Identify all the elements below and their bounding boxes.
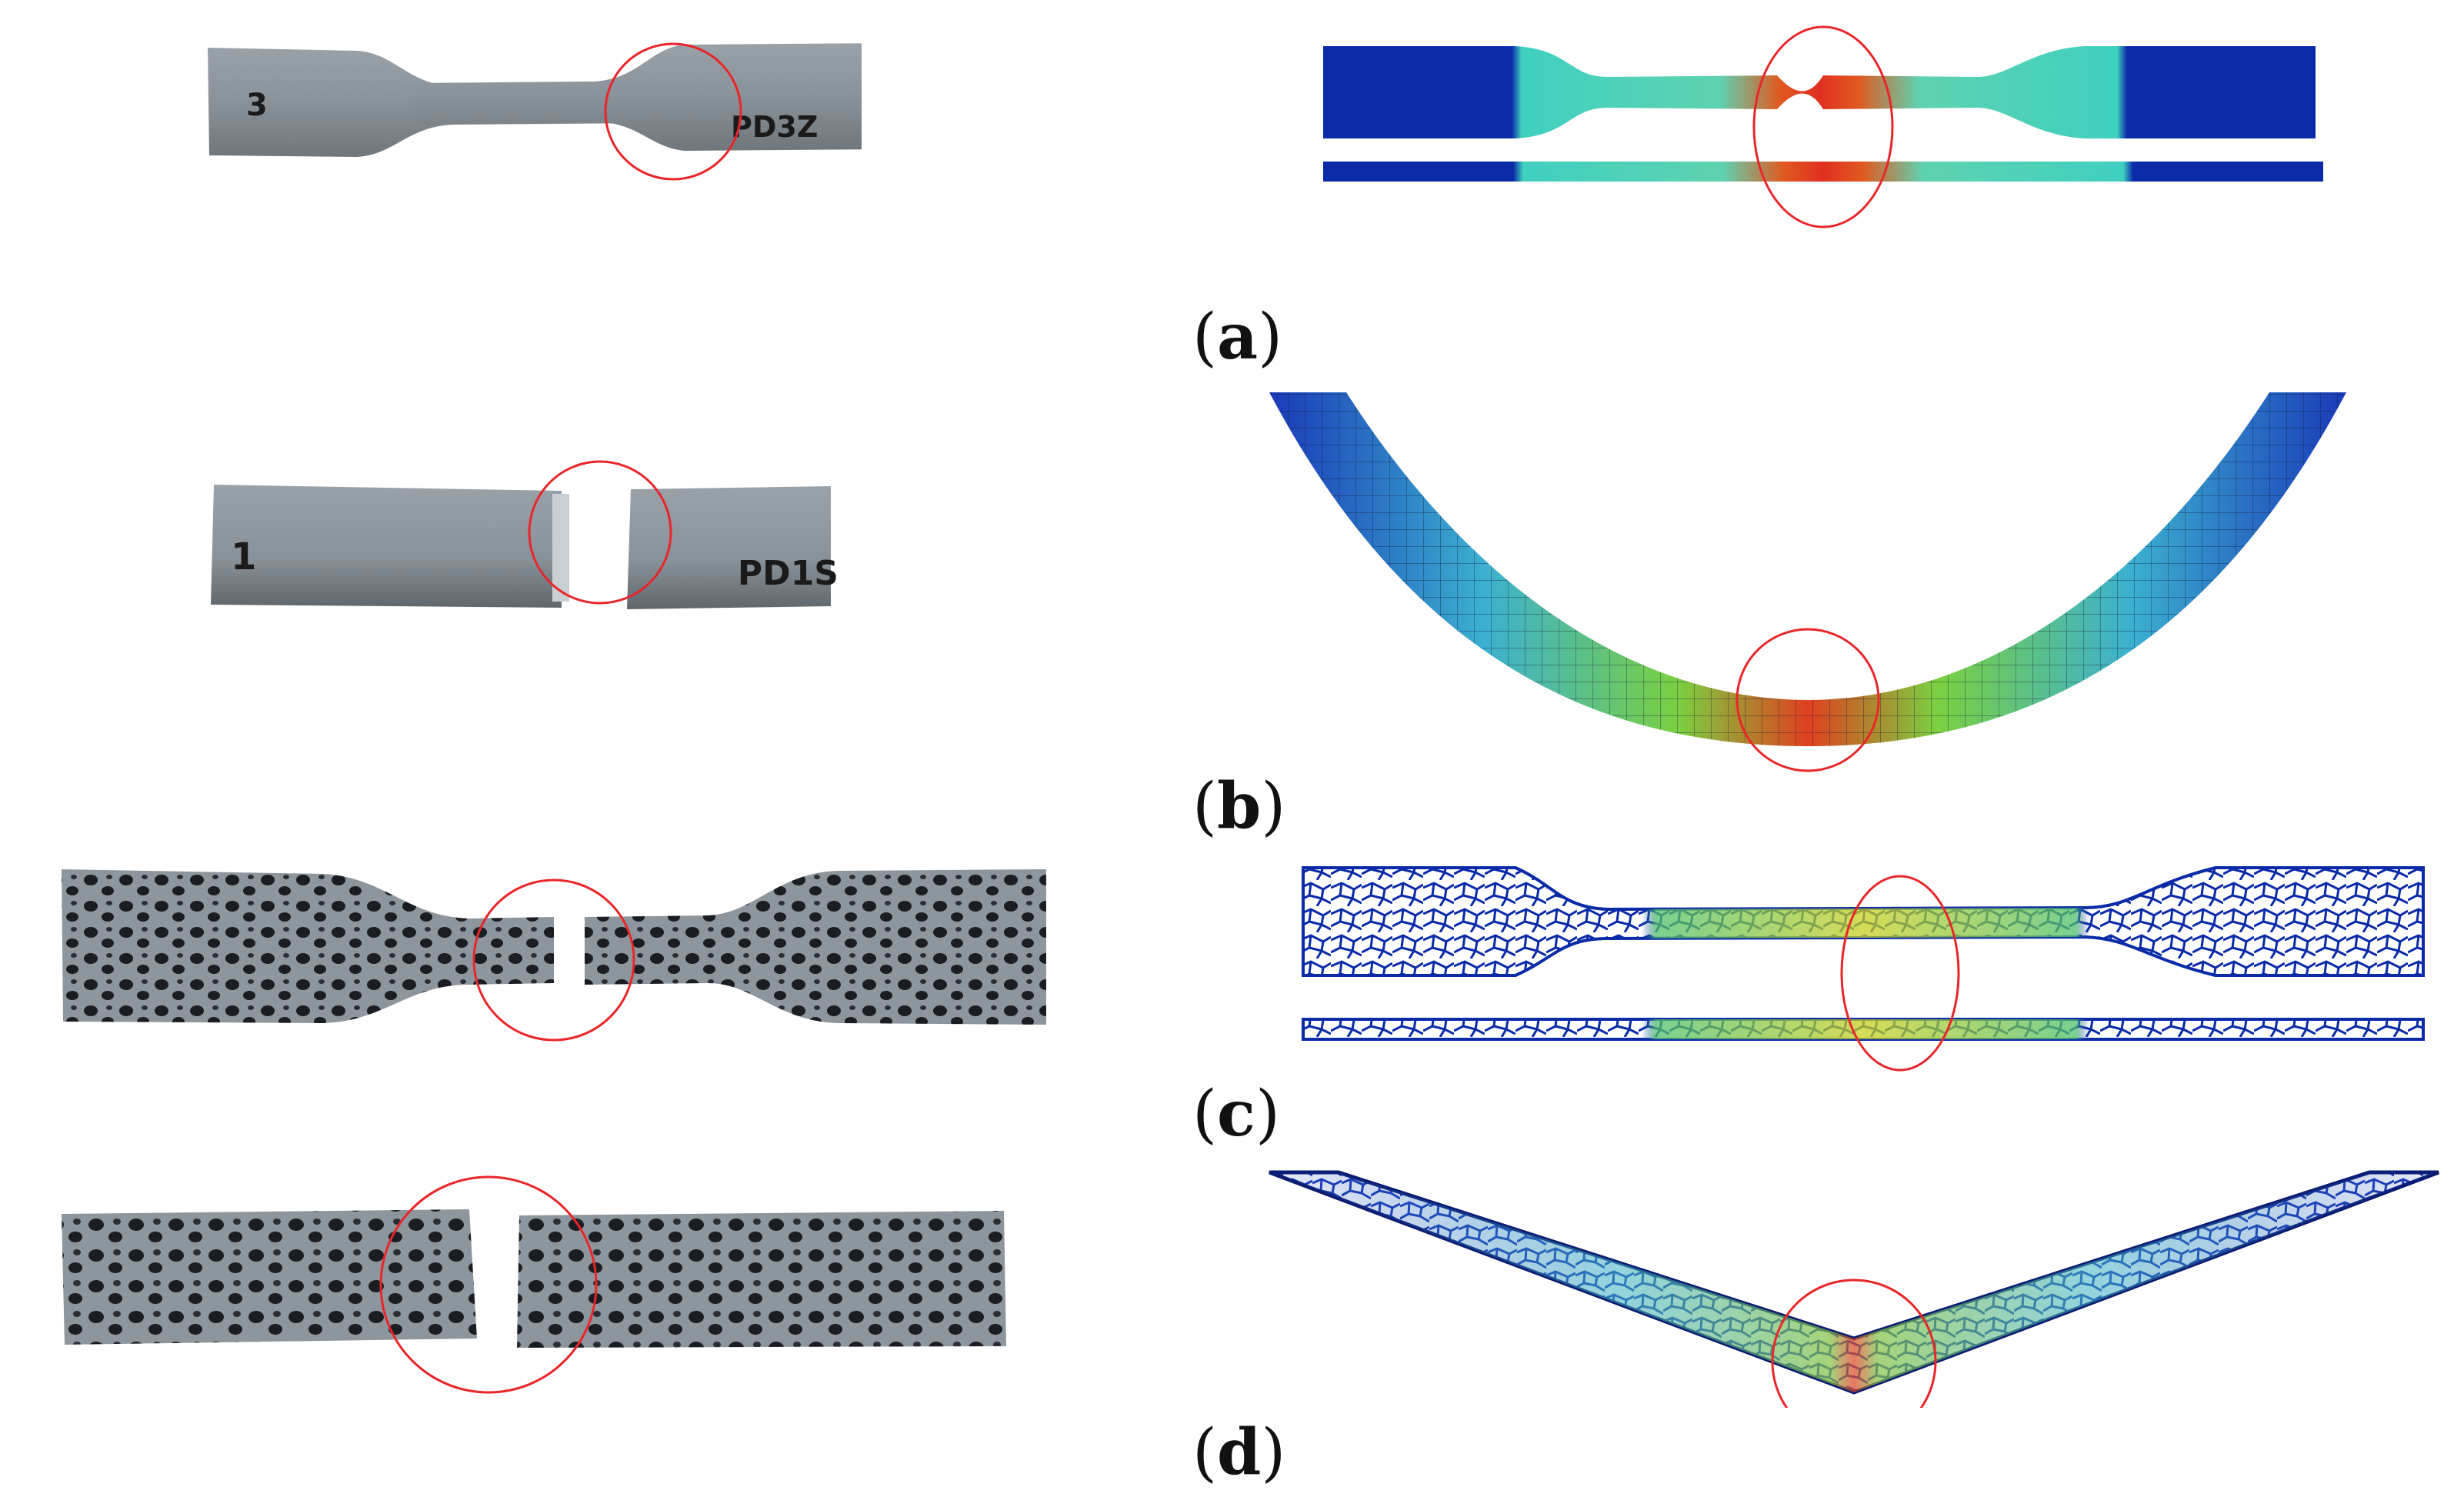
porous-right-half [585,869,1046,1025]
panel-label-d: (d) [1192,1415,1286,1489]
porous-bar-left-half [62,1209,477,1345]
fracture-circle [1771,1279,1937,1408]
fe-a-tensile [1323,25,2323,228]
photo-a-dogbone-solid: 3 PD3Z [208,42,862,181]
fe-b-bending [1269,392,2346,772]
panel-label-a: (a) [1192,300,1283,374]
fracture-circle [1752,25,1894,228]
fe-d-stress-overlay [1269,1172,2439,1392]
porous-left-half [62,869,554,1023]
specimen-b-number: 1 [231,535,256,578]
fe-c-porous-tensile [1302,866,2425,1072]
porous-bar-right-half [517,1211,1006,1348]
specimen-a-number: 3 [246,88,268,123]
fe-c-side-overlay [1515,1019,2216,1039]
fe-a-side-view [1323,162,2323,182]
bar-right-half [627,486,831,609]
specimen-right-half [415,43,862,151]
fe-a-top-view [1323,46,2316,138]
fe-d-porous-bending [1269,1170,2439,1408]
panel-label-c: (c) [1192,1077,1280,1151]
specimen-a-code: PD3Z [731,110,818,144]
fe-b-mesh [1269,392,2346,746]
bar-left-half [211,485,562,608]
photo-b-bar-solid: 1 PD1S [211,460,839,609]
specimen-b-code: PD1S [738,554,839,593]
fe-c-stress-overlay [1515,868,2216,975]
photo-d-bar-porous [62,1175,1006,1394]
fracture-surface [552,494,569,602]
fracture-circle [1735,628,1880,772]
panel-label-b: (b) [1192,769,1286,843]
fracture-circle [472,879,635,1042]
photo-c-dogbone-porous [62,869,1046,1042]
fracture-circle [604,42,742,181]
fracture-circle [528,460,672,605]
fracture-circle [1840,875,1960,1072]
fracture-circle [379,1175,598,1394]
